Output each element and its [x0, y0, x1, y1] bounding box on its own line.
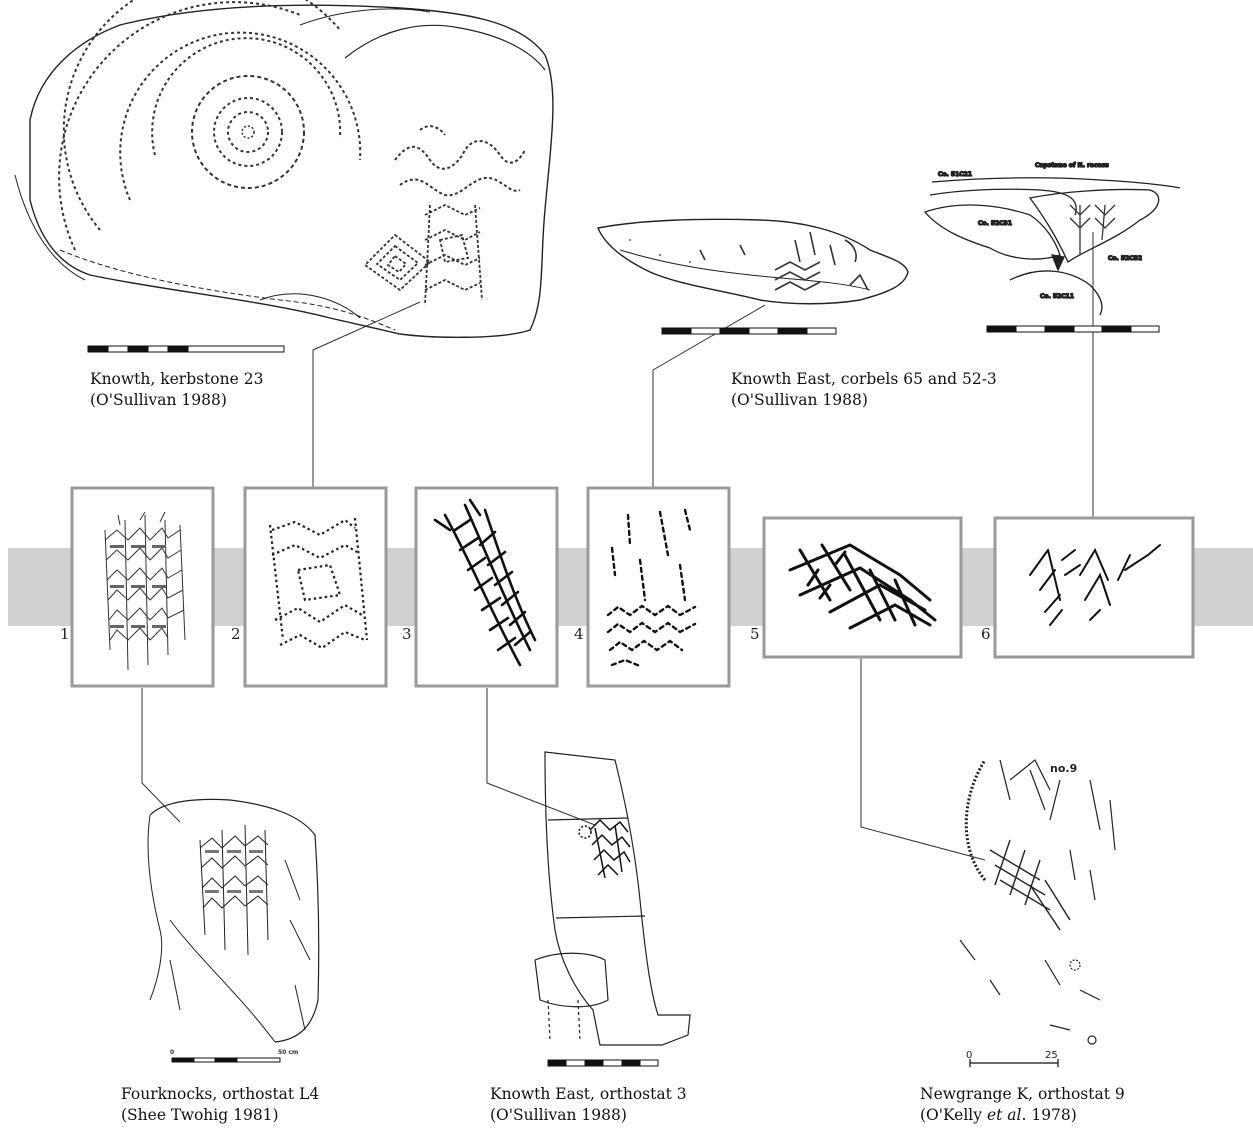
newgrange-scale-zero: 0 [966, 1050, 972, 1061]
caption-corbels-site: Knowth East, corbels 65 and 52-3 [731, 369, 997, 390]
corbel-upper-block [930, 189, 1076, 215]
corbel-left-block [925, 205, 1060, 259]
corbel-65-drawing [598, 219, 908, 303]
corbel-stipple-2 [659, 254, 661, 256]
co2-label: Co. 52C31 [978, 220, 1012, 227]
orthostat-cross-1 [548, 818, 628, 820]
caption-corbels-reference: (O'Sullivan 1988) [731, 390, 997, 411]
corbel-52-drawing: Capstone of N. recess Co. 51C21 Co. 52C3… [925, 162, 1180, 315]
panel-2-number: 2 [231, 625, 241, 643]
kerbstone-top-ridge-2 [300, 9, 430, 25]
co3-label: Co. 52C32 [1108, 255, 1142, 262]
caption-kerbstone-23: Knowth, kerbstone 23 (O'Sullivan 1988) [90, 369, 263, 411]
fourknocks-scale-zero: 0 [170, 1049, 174, 1056]
concentric-circles [59, 0, 360, 250]
corbel-pecking [700, 232, 868, 290]
caption-orthostat-3: Knowth East, orthostat 3 (O'Sullivan 198… [490, 1084, 687, 1126]
capstone-label: Capstone of N. recess [1035, 162, 1109, 169]
caption-corbels: Knowth East, corbels 65 and 52-3 (O'Sull… [731, 369, 997, 411]
corbel-65-scale-bar [662, 328, 836, 334]
orthostat-3-scale-bar [548, 1060, 658, 1066]
connector-panel5-newgrange [861, 658, 985, 860]
kerbstone-scale-bar [88, 346, 284, 352]
caption-fourknocks-site: Fourknocks, orthostat L4 [121, 1084, 319, 1105]
wavy-lines [395, 126, 525, 195]
co1-label: Co. 51C21 [938, 171, 972, 178]
caption-fourknocks: Fourknocks, orthostat L4 (Shee Twohig 19… [121, 1084, 319, 1126]
center-dot [242, 126, 254, 138]
caption-orthostat-3-reference: (O'Sullivan 1988) [490, 1105, 687, 1126]
connector-panel3-knowth-orthostat3 [487, 688, 595, 825]
panel-3-number: 3 [402, 625, 412, 643]
capstone-line [932, 178, 1180, 188]
newgrange-lattice [990, 840, 1070, 930]
caption-newgrange: Newgrange K, orthostat 9 (O'Kelly et al.… [920, 1084, 1125, 1126]
connector-panel2-kerbstone23 [313, 302, 420, 488]
ref-prefix: (O'Kelly [920, 1106, 987, 1124]
caption-newgrange-site: Newgrange K, orthostat 9 [920, 1084, 1125, 1105]
fourknocks-outline [150, 799, 319, 1042]
ref-suffix: . 1978) [1021, 1106, 1076, 1124]
corbel-52-scale-bar [987, 326, 1159, 332]
kerbstone-23-drawing [15, 0, 553, 337]
panel-5-number: 5 [750, 625, 760, 643]
newgrange-arc [966, 760, 985, 880]
fourknocks-drawing [148, 799, 319, 1042]
orthostat-stone-block [535, 953, 608, 1007]
newgrange-scale-max: 25 [1045, 1050, 1058, 1061]
corbel-stipple-3 [689, 261, 691, 263]
caption-kerbstone-23-site: Knowth, kerbstone 23 [90, 369, 263, 390]
orthostat-outline [545, 752, 690, 1045]
fourknocks-diagonal [170, 920, 275, 1042]
caption-orthostat-3-site: Knowth East, orthostat 3 [490, 1084, 687, 1105]
panel-4-frame [588, 488, 729, 686]
chevron-column-motif [425, 205, 482, 305]
ref-italic: et al [987, 1106, 1022, 1124]
kerbstone-baseline [60, 250, 395, 330]
kerbstone-left-edge [15, 175, 85, 280]
corbel-right-block [1030, 189, 1159, 262]
caption-newgrange-reference: (O'Kelly et al. 1978) [920, 1105, 1125, 1126]
corbel-stipple-1 [629, 239, 631, 241]
corbel-dark-wedge [1052, 255, 1064, 270]
orthostat-motif [579, 820, 630, 878]
panel-6-frame [995, 518, 1193, 657]
kerbstone-outline [30, 5, 553, 337]
orthostat-cross-2 [556, 916, 645, 918]
diamond-motif [365, 235, 430, 290]
newgrange-scale-bar: 0 25 [966, 1050, 1058, 1067]
panel-1-number: 1 [60, 625, 70, 643]
fourknocks-left-edge [148, 815, 162, 1000]
co4-label: Co. 52C11 [1040, 293, 1074, 300]
panel-6-number: 6 [981, 625, 991, 643]
newgrange-stone-number: no.9 [1050, 762, 1077, 775]
connector-panel1-fourknocks [142, 688, 180, 822]
fourknocks-scale-bar: 0 50 cm [170, 1049, 298, 1062]
caption-kerbstone-23-reference: (O'Sullivan 1988) [90, 390, 263, 411]
panel-4-number: 4 [574, 625, 584, 643]
kerbstone-top-ridge [345, 25, 545, 70]
fourknocks-scale-max: 50 cm [278, 1049, 298, 1056]
caption-fourknocks-reference: (Shee Twohig 1981) [121, 1105, 319, 1126]
newgrange-drawing [960, 760, 1115, 1044]
corbel-outline [598, 219, 908, 303]
panel-2-frame [245, 488, 386, 686]
orthostat-3-drawing [535, 752, 690, 1045]
